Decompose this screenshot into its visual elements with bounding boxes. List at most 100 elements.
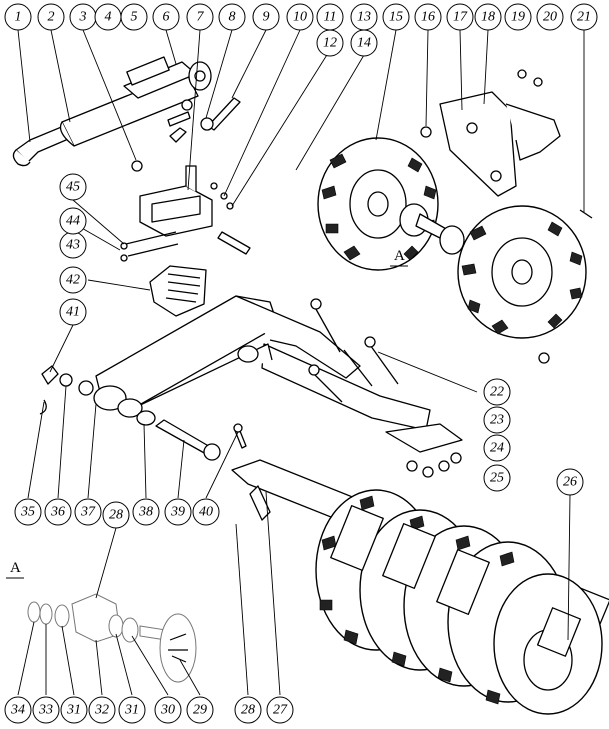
svg-text:19: 19 — [511, 10, 525, 25]
svg-text:7: 7 — [197, 10, 205, 25]
pins — [120, 231, 179, 262]
callout-6: 6 — [152, 3, 180, 31]
svg-text:8: 8 — [229, 10, 236, 25]
callouts: 1 2 3 4 5 6 7 8 9 10 11 12 13 14 15 16 1… — [4, 3, 598, 724]
svg-text:26: 26 — [563, 475, 577, 490]
callout-42: 42 — [59, 266, 87, 294]
front-wheel-right — [457, 205, 587, 339]
wheel-hub — [399, 203, 465, 255]
svg-text:4: 4 — [105, 10, 112, 25]
callout-2: 2 — [37, 3, 65, 31]
svg-text:36: 36 — [50, 505, 65, 520]
svg-text:15: 15 — [389, 10, 403, 25]
callout-10: 10 — [286, 3, 314, 31]
callout-14: 14 — [350, 29, 378, 57]
callout-8: 8 — [218, 3, 246, 31]
svg-text:31: 31 — [66, 703, 81, 718]
svg-text:40: 40 — [199, 505, 213, 520]
svg-text:18: 18 — [481, 10, 495, 25]
svg-text:11: 11 — [324, 10, 337, 25]
svg-text:30: 30 — [160, 703, 175, 718]
callout-1: 1 — [4, 3, 32, 31]
callout-13: 13 — [350, 3, 378, 31]
svg-text:41: 41 — [66, 305, 80, 320]
svg-text:42: 42 — [66, 273, 80, 288]
callout-24: 24 — [483, 434, 511, 462]
svg-text:9: 9 — [263, 10, 270, 25]
svg-text:38: 38 — [138, 505, 153, 520]
callout-11: 11 — [316, 3, 344, 31]
callout-40: 40 — [192, 498, 220, 526]
svg-text:20: 20 — [543, 10, 557, 25]
callout-29: 29 — [186, 696, 214, 724]
svg-text:6: 6 — [163, 10, 170, 25]
callout-15: 15 — [382, 3, 410, 31]
callout-28-inset: 28 — [102, 501, 130, 529]
svg-text:22: 22 — [490, 385, 504, 400]
callout-3: 3 — [69, 3, 97, 31]
callout-19: 19 — [504, 3, 532, 31]
inset-label: A — [10, 560, 21, 576]
svg-text:2: 2 — [48, 10, 55, 25]
callout-17: 17 — [446, 3, 474, 31]
svg-text:3: 3 — [79, 10, 87, 25]
callout-9: 9 — [252, 3, 280, 31]
callout-27: 27 — [266, 696, 294, 724]
callout-41: 41 — [59, 298, 87, 326]
callout-31-right: 31 — [118, 696, 146, 724]
callout-22: 22 — [483, 378, 511, 406]
svg-text:44: 44 — [66, 214, 80, 229]
svg-text:29: 29 — [193, 703, 207, 718]
svg-text:14: 14 — [357, 36, 371, 51]
callout-36: 36 — [44, 498, 72, 526]
callout-7: 7 — [186, 3, 214, 31]
callout-31-left: 31 — [60, 696, 88, 724]
svg-text:21: 21 — [577, 10, 591, 25]
callout-44: 44 — [59, 207, 87, 235]
svg-text:33: 33 — [38, 703, 53, 718]
callout-37: 37 — [74, 498, 102, 526]
callout-39: 39 — [164, 498, 192, 526]
callout-4: 4 — [94, 3, 122, 31]
bolts-and-nuts — [308, 298, 550, 478]
svg-text:45: 45 — [66, 180, 80, 195]
leader-lines — [17, 29, 585, 696]
svg-text:35: 35 — [20, 505, 35, 520]
svg-text:43: 43 — [66, 238, 80, 253]
svg-text:1: 1 — [15, 10, 22, 25]
svg-text:31: 31 — [124, 703, 139, 718]
section-marker: A — [394, 248, 405, 264]
callout-20: 20 — [536, 3, 564, 31]
callout-23: 23 — [483, 406, 511, 434]
callout-45: 45 — [59, 173, 87, 201]
svg-text:28: 28 — [241, 703, 255, 718]
svg-text:24: 24 — [490, 441, 504, 456]
svg-text:12: 12 — [323, 36, 337, 51]
callout-21: 21 — [570, 3, 598, 31]
svg-text:16: 16 — [421, 10, 435, 25]
callout-26: 26 — [556, 468, 584, 496]
callout-32: 32 — [88, 696, 116, 724]
hose-fittings — [131, 97, 241, 172]
callout-16: 16 — [414, 3, 442, 31]
support-plate — [420, 69, 593, 219]
callout-25: 25 — [483, 464, 511, 492]
callout-5: 5 — [120, 3, 148, 31]
hydraulic-cylinder — [12, 56, 212, 167]
callout-43: 43 — [59, 231, 87, 259]
svg-text:34: 34 — [10, 703, 25, 718]
svg-text:10: 10 — [293, 10, 307, 25]
mounting-bracket — [139, 165, 251, 255]
callout-38: 38 — [132, 498, 160, 526]
svg-text:17: 17 — [453, 10, 468, 25]
svg-text:39: 39 — [170, 505, 185, 520]
callout-35: 35 — [14, 498, 42, 526]
callout-30: 30 — [154, 696, 182, 724]
callout-18: 18 — [474, 3, 502, 31]
packer-roller — [231, 459, 609, 715]
svg-text:32: 32 — [94, 703, 109, 718]
callout-34: 34 — [4, 696, 32, 724]
inset-a-hub-assembly — [27, 593, 197, 683]
spring-pad — [149, 265, 207, 317]
